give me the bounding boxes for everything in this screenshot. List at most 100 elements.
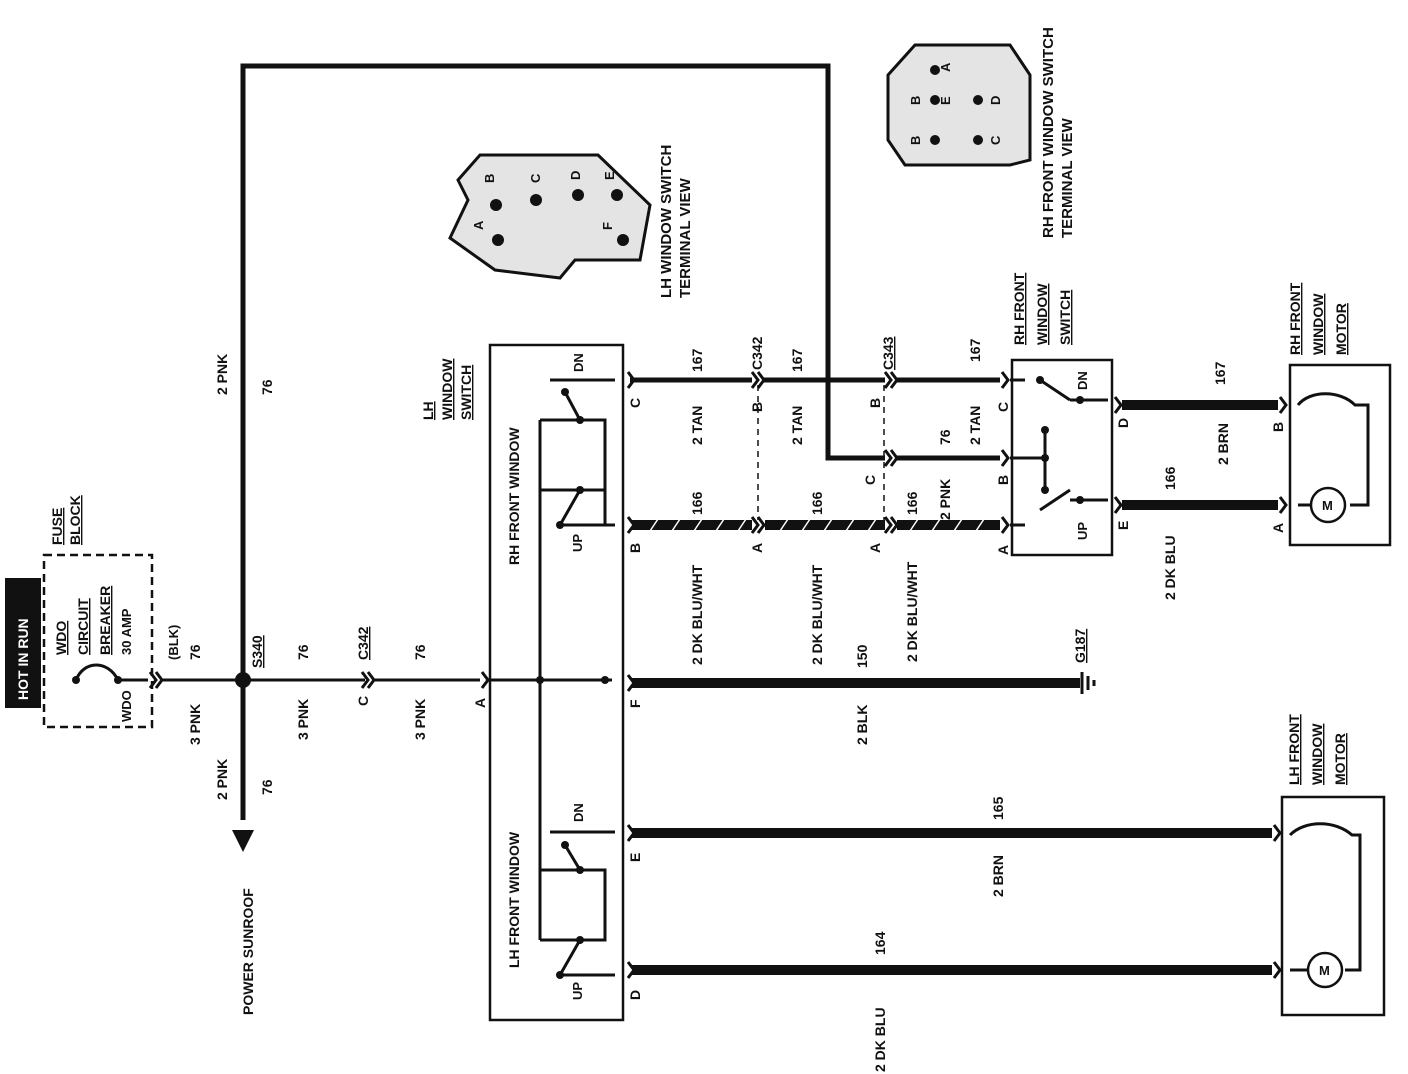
ground-g187: G187 (1072, 629, 1088, 663)
rh-switch-title-3: SWITCH (1057, 290, 1073, 345)
lh-pin-f: F (627, 699, 643, 708)
wire-2pnk-label-top: 2 PNK (214, 354, 230, 395)
connector-c343: C343 (880, 336, 896, 370)
rh-motor-m: M (1322, 498, 1333, 513)
blk-label: (BLK) (166, 625, 181, 660)
wire-dkbluwht-label-a: 2 DK BLU/WHT (689, 564, 705, 665)
lh-lh-dn-label: DN (571, 803, 586, 822)
wire-3pnk-label-a: 3 PNK (187, 704, 203, 745)
feed-wire-76: 76 3 PNK S340 76 3 PNK C342 C 76 3 PNK 2… (162, 354, 490, 1015)
wire-167-label-a: 167 (689, 348, 705, 372)
wire-2brn-label-lh: 2 BRN (990, 855, 1006, 897)
rh-switch-pin-c: C (995, 402, 1011, 412)
lh-motor-m: M (1319, 963, 1330, 978)
wire-76-label-top: 76 (259, 379, 275, 395)
lh-lh-up-label: UP (570, 982, 585, 1000)
rh-switch-pin-e: E (1115, 521, 1131, 530)
wire-76-label-b: 76 (295, 644, 311, 660)
lh-switch-title-3: SWITCH (458, 365, 474, 420)
rh-motor-title-3: MOTOR (1333, 303, 1349, 355)
wire-76-label-bottom: 76 (259, 779, 275, 795)
lh-terminal-view-label-2: TERMINAL VIEW (677, 177, 694, 298)
wire-2pnk-label-bottom: 2 PNK (214, 759, 230, 800)
c343-pin-b: B (867, 398, 883, 408)
wire-2pnk-label-rh: 2 PNK (937, 479, 953, 520)
lh-tv-pin-e: E (602, 171, 617, 180)
lh-switch-lh-section: LH FRONT WINDOW (506, 831, 522, 968)
lh-tv-pin-f: F (600, 222, 615, 230)
wire-2brn-label-rh: 2 BRN (1215, 423, 1231, 465)
lh-motor-title-2: WINDOW (1309, 723, 1325, 785)
rh-front-window-motor: RH FRONT WINDOW MOTOR M (1287, 282, 1392, 547)
wire-2tan-label-a: 2 TAN (689, 406, 705, 445)
rh-motor-pin-a: A (1270, 523, 1286, 533)
c342-pin-b: B (749, 402, 765, 412)
lh-motor-title-1: LH FRONT (1286, 714, 1302, 785)
lh-tv-pin-d: D (568, 171, 583, 180)
rh-motor-pin-b: B (1270, 422, 1286, 432)
wire-150-label: 150 (854, 644, 870, 668)
lh-pin-d: D (627, 990, 643, 1000)
breaker-label-3: BREAKER (97, 586, 113, 655)
rh-front-window-switch: RH FRONT WINDOW SWITCH DN UP D E (1010, 272, 1131, 557)
lh-tv-pin-b: B (482, 174, 497, 183)
wire-165-label: 165 (990, 796, 1006, 820)
wire-2dkblu-label-rh: 2 DK BLU (1162, 535, 1178, 600)
wires-lh-motor: 165 2 BRN 164 2 DK BLU (626, 796, 1282, 1072)
lh-pin-b: B (627, 543, 643, 553)
lh-tv-pin-a: A (471, 220, 486, 230)
wire-2tan-label-b: 2 TAN (789, 406, 805, 445)
lh-pin-a: A (472, 698, 488, 708)
rh-terminal-view: A B E D B C RH FRONT WINDOW SWITCH TERMI… (886, 27, 1076, 238)
lh-pin-e: E (627, 853, 643, 862)
wire-76-rh: C 76 2 PNK B (862, 429, 1011, 520)
rh-tv-pin-a: A (938, 62, 953, 72)
wire-166-label-d: 166 (1162, 466, 1178, 490)
breaker-label-1: WDO (53, 621, 69, 655)
lh-front-window-motor: LH FRONT WINDOW MOTOR M (1280, 714, 1386, 1017)
rh-terminal-view-label-2: TERMINAL VIEW (1059, 117, 1076, 238)
lh-switch-title-1: LH (420, 401, 436, 420)
wire-166: B 166 2 DK BLU/WHT A 166 2 DK BLU/WHT A … (626, 491, 1011, 665)
pin-c-c342: C (355, 696, 371, 706)
rh-switch-up: UP (1075, 522, 1090, 540)
wire-166-label-c: 166 (904, 491, 920, 515)
wire-164-label: 164 (872, 931, 888, 955)
hot-in-run-label: HOT IN RUN (15, 618, 31, 700)
wire-2blk-label: 2 BLK (854, 705, 870, 745)
breaker-label-2: CIRCUIT (75, 598, 91, 655)
rh-switch-pin-d: D (1115, 418, 1131, 428)
rh-tv-pin-b-top: B (908, 96, 923, 105)
circuit-breaker-symbol (74, 663, 120, 681)
rh-switch-pin-a: A (995, 545, 1011, 555)
wire-166-label-b: 166 (809, 491, 825, 515)
lh-pin-c: C (627, 398, 643, 408)
wire-2dkblu-label-lh: 2 DK BLU (872, 1007, 888, 1072)
c343-pin-a: A (867, 543, 883, 553)
lh-rh-up-label: UP (570, 534, 585, 552)
rh-tv-pin-d: D (988, 96, 1003, 105)
power-sunroof-label: POWER SUNROOF (240, 888, 256, 1015)
fuse-title-1: FUSE (49, 508, 65, 545)
c343-pin-c: C (862, 475, 878, 485)
wire-3pnk-label-b: 3 PNK (295, 699, 311, 740)
rh-switch-dn: DN (1075, 371, 1090, 390)
rh-tv-pin-b: B (908, 136, 923, 145)
lh-rh-dn-label: DN (571, 353, 586, 372)
rh-terminal-view-label-1: RH FRONT WINDOW SWITCH (1040, 27, 1057, 238)
wire-167: 167 2 TAN C342 B 167 2 TAN C343 B 167 2 … (626, 336, 1011, 445)
wire-76-label-rh: 76 (937, 429, 953, 445)
wire-76-label-c: 76 (412, 644, 428, 660)
lh-tv-pin-c: C (528, 173, 543, 183)
lh-terminal-view-label-1: LH WINDOW SWITCH (658, 145, 675, 298)
lh-terminal-view: B C D E A F LH WINDOW SWITCH TERMINAL VI… (448, 145, 694, 298)
rh-switch-title-1: RH FRONT (1011, 272, 1027, 345)
breaker-terminal: WDO (119, 690, 134, 722)
lh-window-switch: LH WINDOW SWITCH RH FRONT WINDOW LH FRON… (420, 343, 643, 1022)
lh-switch-rh-section: RH FRONT WINDOW (506, 427, 522, 565)
wire-150: 150 2 BLK G187 (626, 629, 1096, 745)
wire-167-label-c: 167 (967, 338, 983, 362)
wire-167-label-b: 167 (789, 348, 805, 372)
wire-2tan-label-c: 2 TAN (967, 406, 983, 445)
